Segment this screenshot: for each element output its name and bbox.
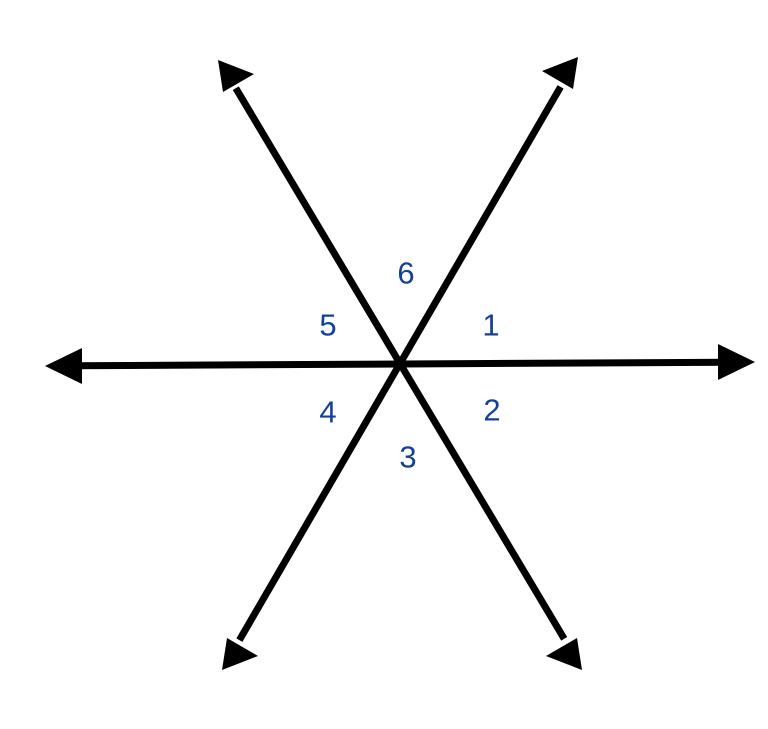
diagonal-line-nw-se-shaft	[232, 86, 568, 641]
diagonal-line-nw-se	[218, 60, 582, 670]
horizontal-line-arrowhead-right	[718, 344, 755, 380]
diagonal-line-nw-se-arrowhead-bottom	[546, 638, 582, 670]
horizontal-line-arrowhead-left	[45, 348, 82, 384]
angle-label-1: 1	[482, 308, 499, 343]
angle-label-3: 3	[399, 440, 416, 475]
diagonal-line-nw-se-arrowhead-top	[218, 60, 254, 92]
angle-label-2: 2	[483, 393, 500, 428]
diagonal-line-ne-sw-arrowhead-bottom	[222, 638, 258, 670]
angle-label-4: 4	[319, 395, 336, 430]
angle-label-6: 6	[397, 256, 414, 291]
angle-label-5: 5	[319, 308, 336, 343]
diagonal-line-ne-sw-arrowhead-top	[542, 57, 578, 89]
